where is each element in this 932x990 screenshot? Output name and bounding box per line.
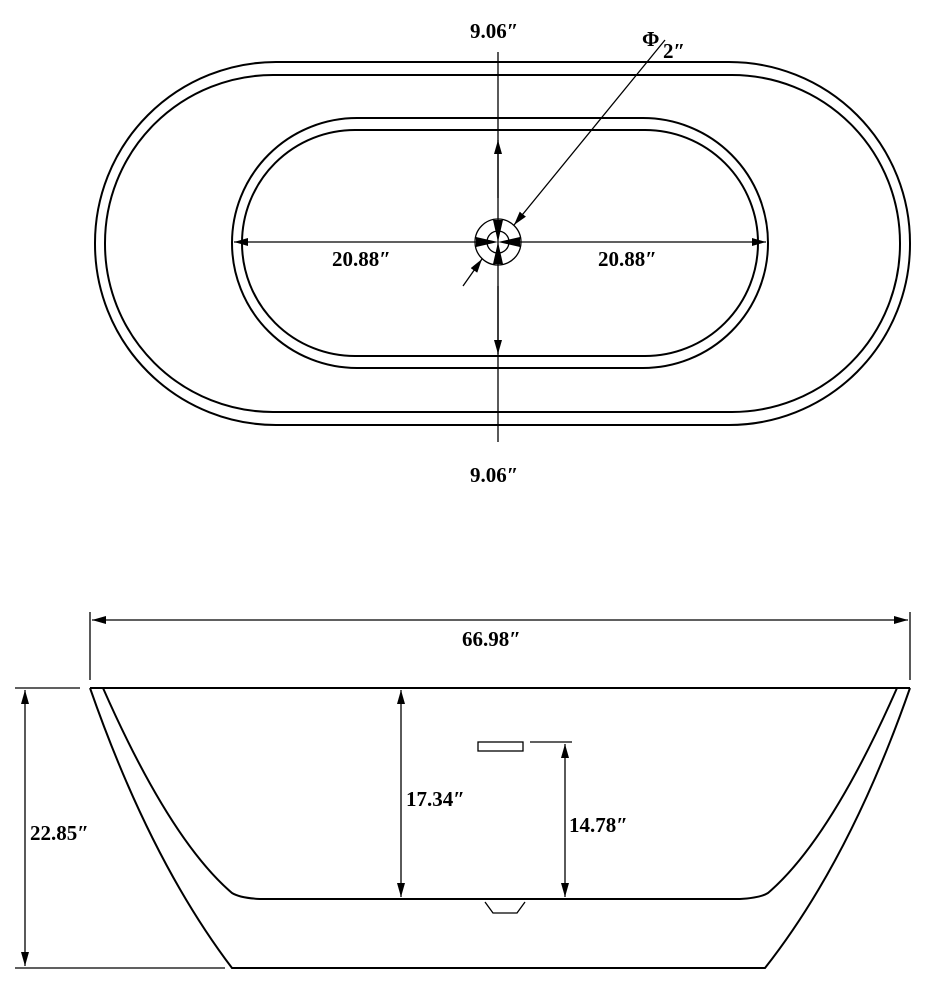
overall-height-label: 22.85″ [30, 821, 89, 845]
diameter-leader [513, 39, 666, 226]
outer-rim [94, 61, 911, 426]
side-view: 66.98″ 22.85″ 17.34″ 14.78″ [15, 612, 911, 969]
overflow-icon [477, 741, 524, 752]
drain-outlet [484, 901, 526, 914]
inner-wall [102, 687, 898, 900]
half-length-left-label: 20.88″ [332, 247, 391, 271]
rim-inner-edge [104, 74, 901, 413]
diameter-leader-tail [462, 258, 483, 287]
basin-outer [231, 117, 769, 369]
drain-diameter-label: 2″ [663, 39, 685, 63]
half-length-right-label: 20.88″ [598, 247, 657, 271]
diameter-symbol: Φ [642, 27, 659, 51]
outer-wall [89, 687, 911, 969]
interior-depth-label: 17.34″ [406, 787, 465, 811]
overall-length-label: 66.98″ [462, 627, 521, 651]
basin-inner [241, 129, 759, 357]
top-view: 9.06″ 9.06″ 20.88″ 20.88″ Φ 2″ [94, 19, 911, 487]
depth-bottom-label: 9.06″ [470, 463, 518, 487]
overflow-height-label: 14.78″ [569, 813, 628, 837]
depth-top-label: 9.06″ [470, 19, 518, 43]
